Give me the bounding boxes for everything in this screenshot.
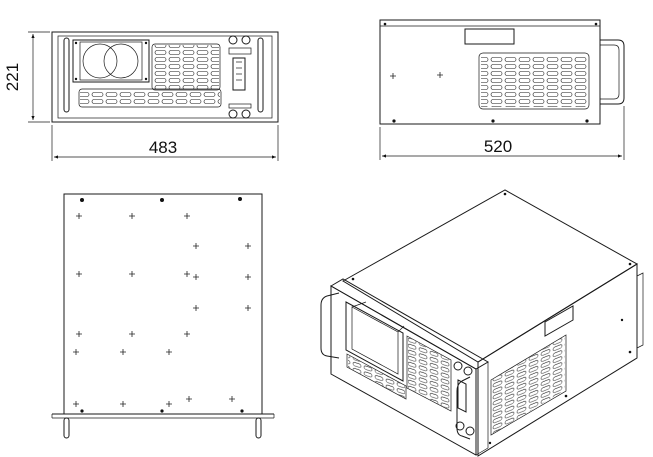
front-knob-3 <box>228 109 238 119</box>
iso-front-vent-bottom <box>348 355 405 398</box>
iso-handle-right <box>456 376 471 440</box>
top-view <box>51 193 275 439</box>
side-label-plate <box>464 28 515 45</box>
iso-side-label-plate <box>544 305 574 337</box>
dimension-depth: 520 <box>379 106 625 160</box>
side-panel-outline <box>379 19 601 125</box>
rear-handle <box>600 39 625 105</box>
fan-frame <box>79 41 143 81</box>
iso-top-face <box>342 189 638 363</box>
left-handle <box>63 37 70 113</box>
top-handle-left <box>63 417 70 439</box>
iso-fan-opening <box>345 301 404 382</box>
top-panel-outline <box>63 193 263 415</box>
right-handle <box>257 37 264 113</box>
fan-mount <box>72 39 150 83</box>
front-panel-outline <box>51 31 279 123</box>
dimension-width-label: 483 <box>149 138 177 157</box>
dimension-height-label: 221 <box>3 63 22 91</box>
iso-display <box>457 379 467 413</box>
top-handle-right <box>255 417 262 439</box>
iso-side-vent <box>492 336 565 434</box>
iso-front-vent <box>408 337 450 410</box>
isometric-view <box>320 189 644 457</box>
front-display <box>232 57 246 91</box>
front-view <box>51 31 279 123</box>
front-panel-inner <box>57 35 273 119</box>
front-knob-4 <box>241 109 251 119</box>
side-vent <box>481 55 587 107</box>
front-vent-right <box>153 45 219 89</box>
side-view <box>379 19 625 125</box>
iso-handle-left <box>320 292 340 359</box>
fan-blade-right <box>103 43 139 79</box>
front-knob-1 <box>228 35 238 45</box>
dimension-width: 483 <box>51 125 279 161</box>
dimension-depth-label: 520 <box>484 137 512 156</box>
dimension-height: 221 <box>3 31 50 123</box>
front-knob-2 <box>241 35 251 45</box>
fan-blade-left <box>82 43 118 79</box>
front-vent-bottom <box>80 90 220 106</box>
iso-side-face <box>477 263 638 457</box>
